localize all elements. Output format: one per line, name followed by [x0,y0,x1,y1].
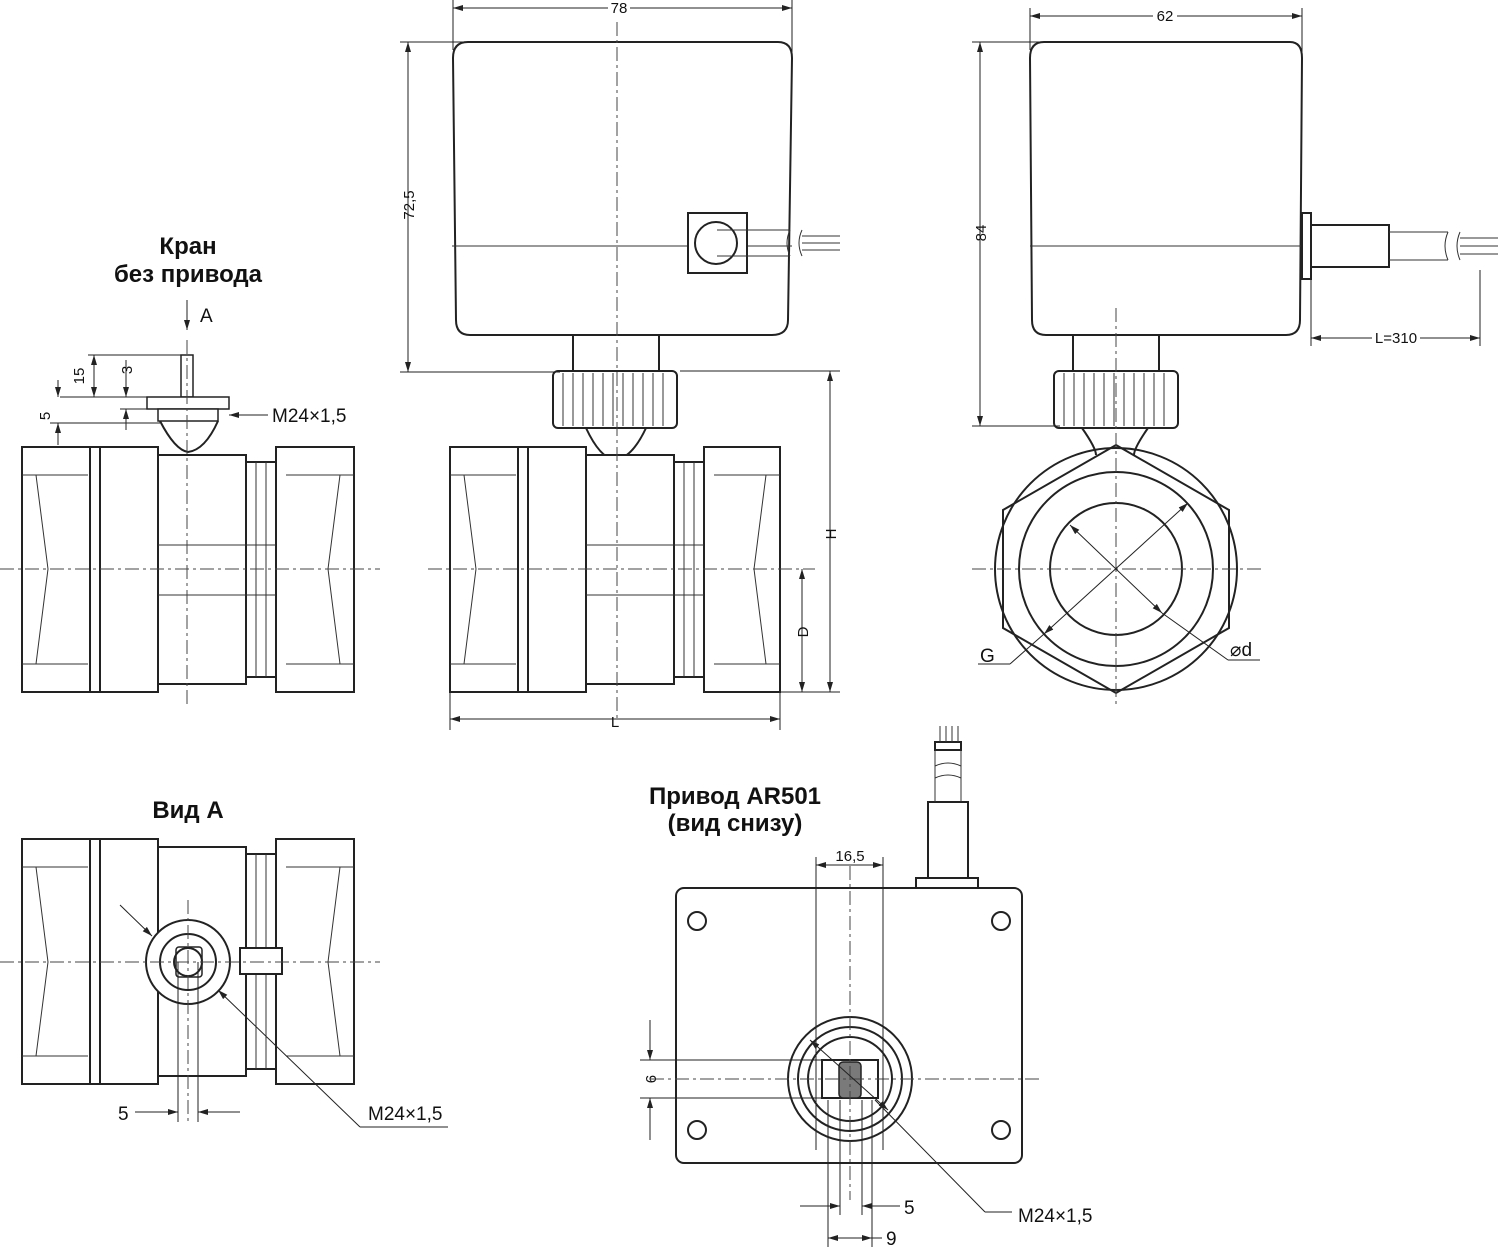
valve-title-line1: Кран [159,233,216,260]
dim-l-label: L [611,714,619,731]
dim-5-view-a-label: 5 [118,1104,129,1125]
actuator-title-line1: Привод AR501 [649,783,821,810]
actuator-housing [451,41,794,336]
thread-label-actuator: M24×1,5 [1018,1206,1092,1227]
valve-side-view: ⌀d G 62 84 L=310 [972,8,1498,705]
valve-title-line2: без привода [114,261,263,288]
valve-stem-top [146,396,230,410]
dim-5-bottom-label: 5 [904,1198,915,1219]
dim-5-left-label: 5 [37,412,54,420]
bore-diameter-label: ⌀d [1230,640,1252,661]
knurled-nut [552,370,678,429]
thread-g-label: G [980,646,995,667]
actuator-housing-side [1028,41,1304,336]
dim-72-5-label: 72,5 [401,190,418,219]
view-a-title: Вид А [152,797,223,824]
valve-without-actuator-view: Кран без привода А [0,233,380,706]
dim-84-label: 84 [973,225,990,242]
mounting-hole [991,1120,1011,1140]
dim-16-5-label: 16,5 [835,848,864,865]
actuator-bottom-view: Привод AR501 (вид снизу) M24×1,5 16,5 [640,726,1092,1247]
cable-length-label: L=310 [1375,330,1417,347]
mounting-hole [687,911,707,931]
dim-15-label: 15 [71,368,88,385]
mounting-hole [687,1120,707,1140]
dim-d-label: D [795,626,812,637]
dim-h-label: H [823,529,840,540]
thread-label-view-a: M24×1,5 [368,1104,442,1125]
dim-78-label: 78 [611,0,628,17]
actuator-title-line2: (вид снизу) [668,810,803,837]
dim-9-side-label: 9 [642,1075,659,1083]
view-a: Вид А M24×1,5 [0,797,448,1128]
dim-62-label: 62 [1157,8,1174,25]
mounting-hole [991,911,1011,931]
view-a-arrow-label: А [200,306,213,327]
thread-label-top: M24×1,5 [272,406,346,427]
dim-9-bottom-label: 9 [886,1229,897,1247]
dim-3-label: 3 [119,366,136,374]
valve-with-actuator-front-view: 78 72,5 H D L [400,0,840,731]
